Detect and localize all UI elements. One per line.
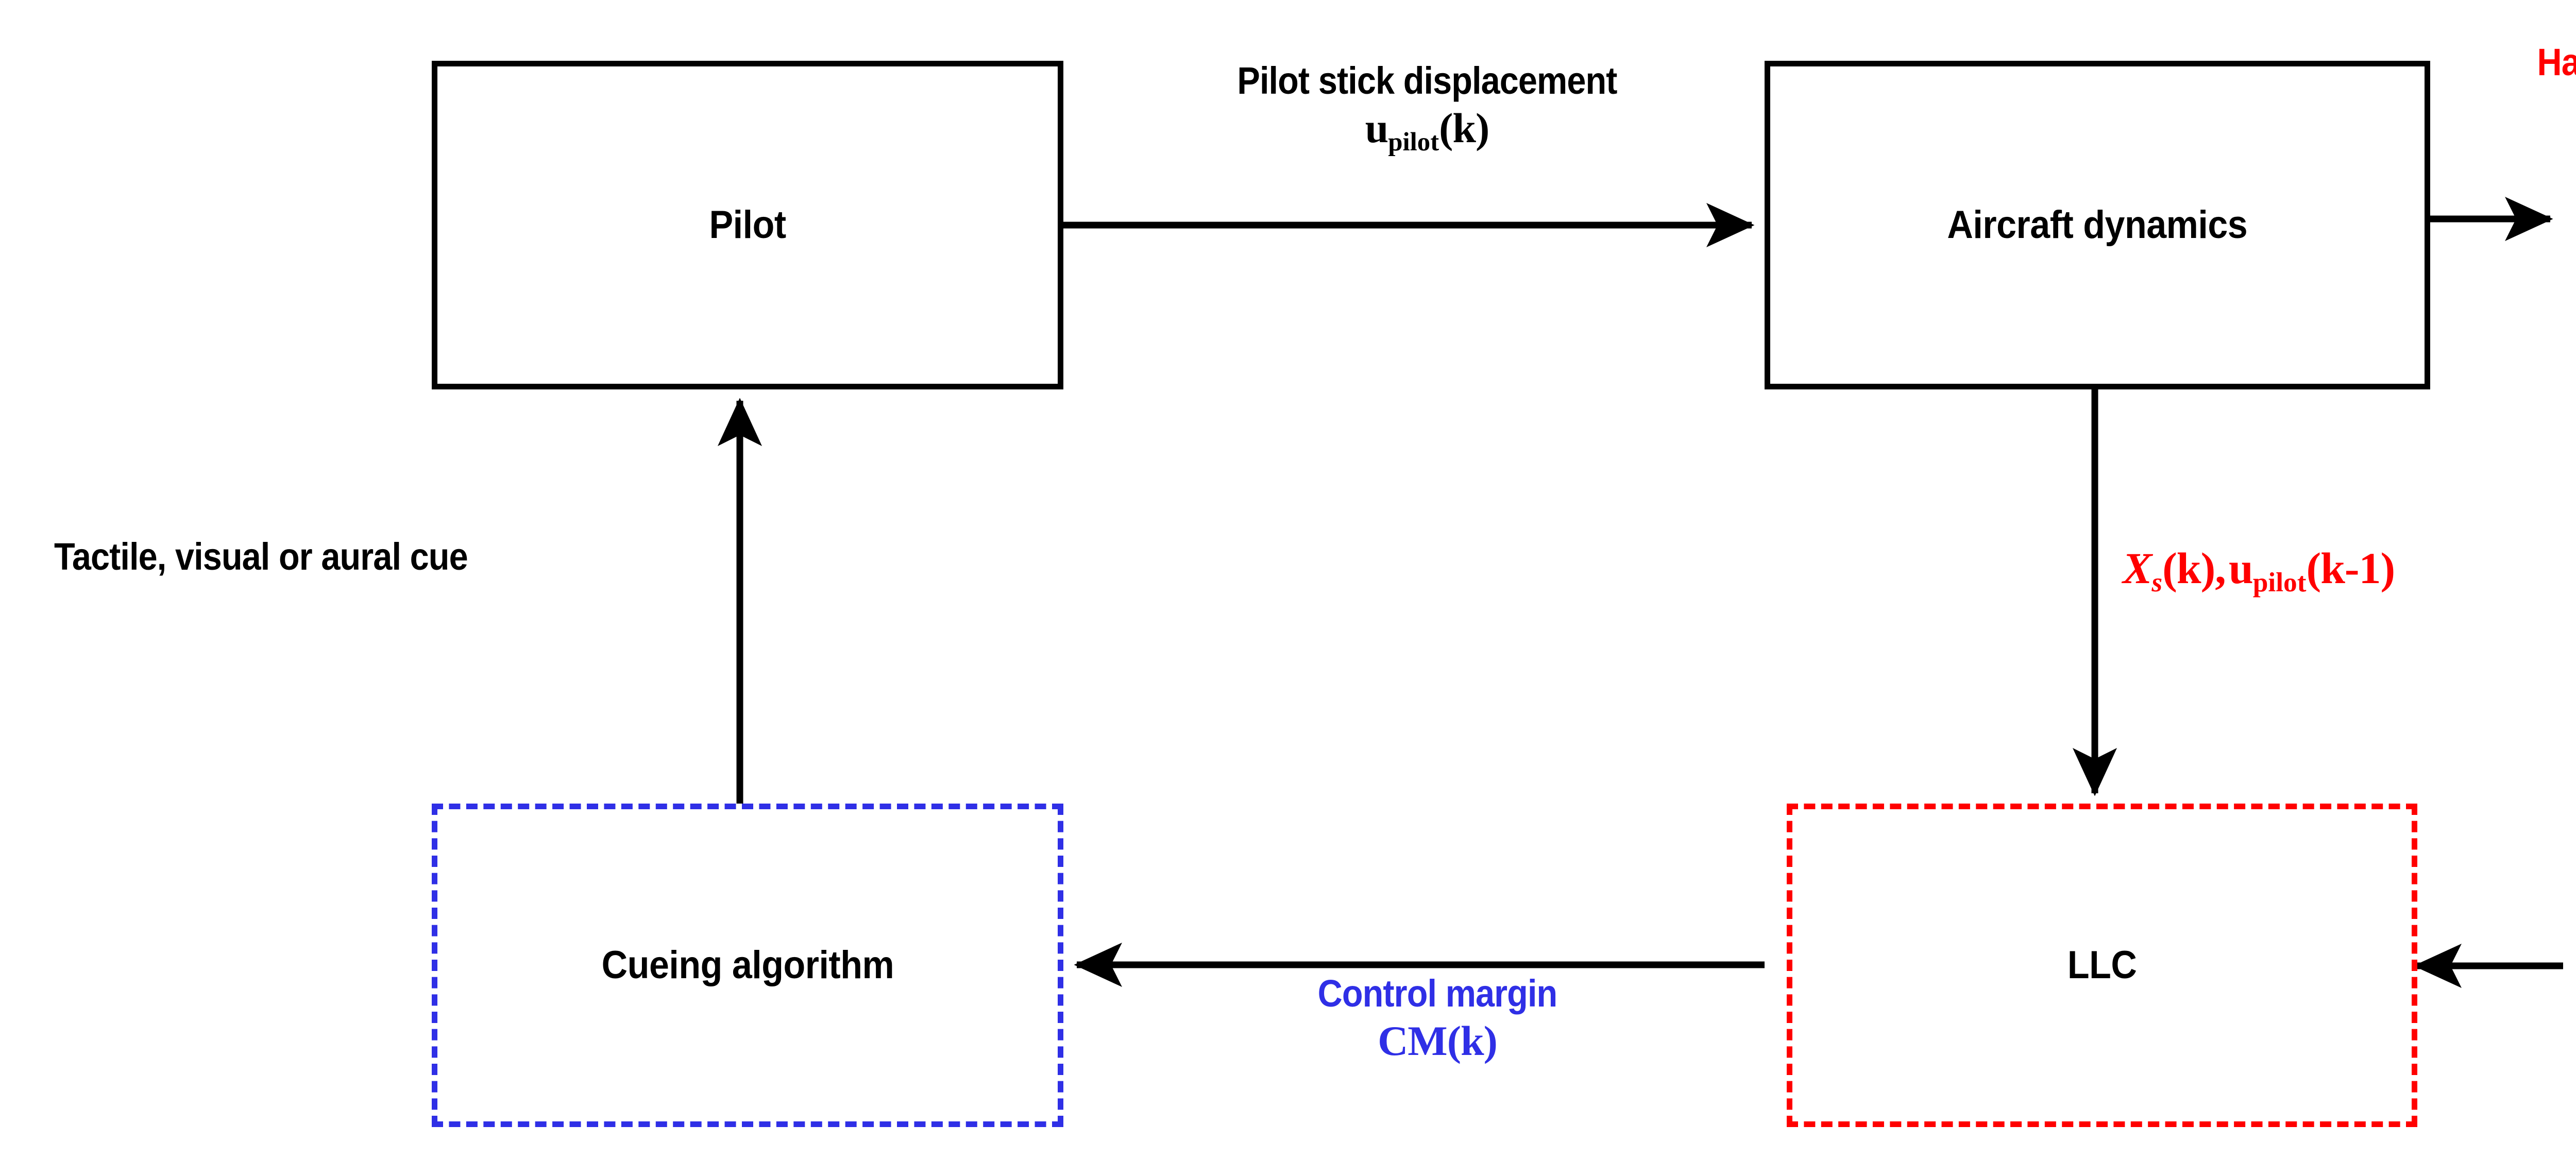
signal-harmonic-load-symbol: yharm(k): [2432, 88, 2576, 132]
block-aircraft-dynamics[interactable]: Aircraft dynamics: [1765, 61, 2430, 389]
block-cueing-algorithm-label: Cueing algorithm: [601, 943, 894, 987]
block-pilot[interactable]: Pilot: [432, 61, 1063, 389]
signal-pilot-stick-symbol: upilot(k): [1123, 105, 1731, 155]
block-aircraft-dynamics-label: Aircraft dynamics: [1947, 203, 2248, 247]
signal-harmonic-load: Harmonic load yharm(k): [2432, 42, 2576, 132]
signal-states-x-subscript: s: [2151, 566, 2163, 598]
signal-harmonic-load-limit-line1: Harmonic load limit: [2296, 818, 2576, 858]
signal-states-x-base: X: [2123, 543, 2152, 593]
signal-control-margin-base: CM: [1378, 1017, 1448, 1065]
signal-harmonic-load-limit: Harmonic load limit ymax(k): [2226, 818, 2576, 908]
block-llc[interactable]: LLC: [1787, 804, 2417, 1127]
signal-cue: Tactile, visual or aural cue: [54, 535, 514, 578]
signal-states-x-arg: (k),: [2162, 543, 2226, 593]
block-pilot-label: Pilot: [709, 203, 786, 247]
signal-harmonic-load-limit-symbol: ymax(k): [2226, 863, 2576, 908]
block-cueing-algorithm[interactable]: Cueing algorithm: [432, 804, 1063, 1127]
signal-pilot-stick-line1: Pilot stick displacement: [1237, 59, 1617, 102]
signal-cue-line1: Tactile, visual or aural cue: [54, 535, 468, 578]
signal-states-u-arg: (k-1): [2306, 543, 2395, 593]
signal-aircraft-states-expression: Xs(k), upilot(k-1): [2123, 543, 2395, 596]
signal-pilot-stick-subscript: pilot: [1388, 127, 1439, 156]
signal-control-margin-arg: (k): [1447, 1017, 1498, 1065]
signal-control-margin: Control margin CM(k): [1200, 972, 1674, 1065]
signal-states-u-subscript: pilot: [2252, 566, 2307, 598]
signal-pilot-stick-arg: (k): [1439, 105, 1489, 152]
signal-pilot-stick-displacement: Pilot stick displacement upilot(k): [1123, 59, 1731, 156]
signal-harmonic-load-line1: Harmonic load: [2537, 41, 2576, 83]
signal-control-margin-symbol: CM(k): [1200, 1017, 1674, 1065]
signal-control-margin-line1: Control margin: [1317, 972, 1558, 1015]
signal-states-u-base: u: [2228, 543, 2253, 593]
block-llc-label: LLC: [2067, 943, 2137, 987]
signal-pilot-stick-base: u: [1365, 105, 1389, 152]
signal-aircraft-states: Xs(k), upilot(k-1): [2123, 540, 2395, 596]
